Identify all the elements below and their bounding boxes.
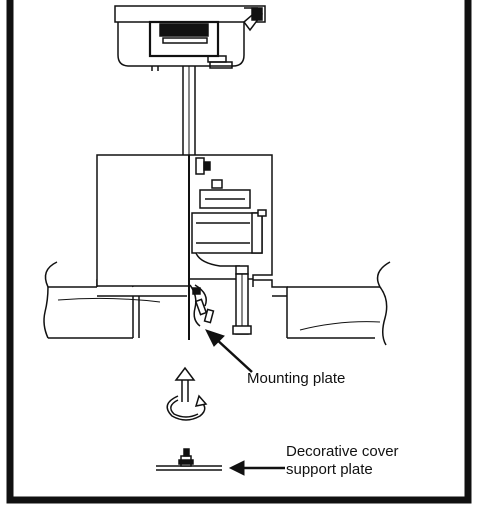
- ceiling-section: [43, 261, 391, 346]
- support-plate: [156, 448, 222, 471]
- mounting-plate-label: Mounting plate: [247, 370, 345, 387]
- mounting-plate-arrow: [205, 329, 253, 373]
- decorative-cover-label: Decorative cover: [286, 443, 399, 460]
- ceiling-canopy: [114, 5, 266, 71]
- support-plate-arrow: [228, 460, 285, 476]
- outer-frame: [6, 0, 472, 504]
- downrod: [182, 66, 196, 155]
- rotation-arrow-icon: [166, 366, 208, 421]
- support-plate-label: support plate: [286, 461, 373, 478]
- motor-housing: [96, 154, 273, 340]
